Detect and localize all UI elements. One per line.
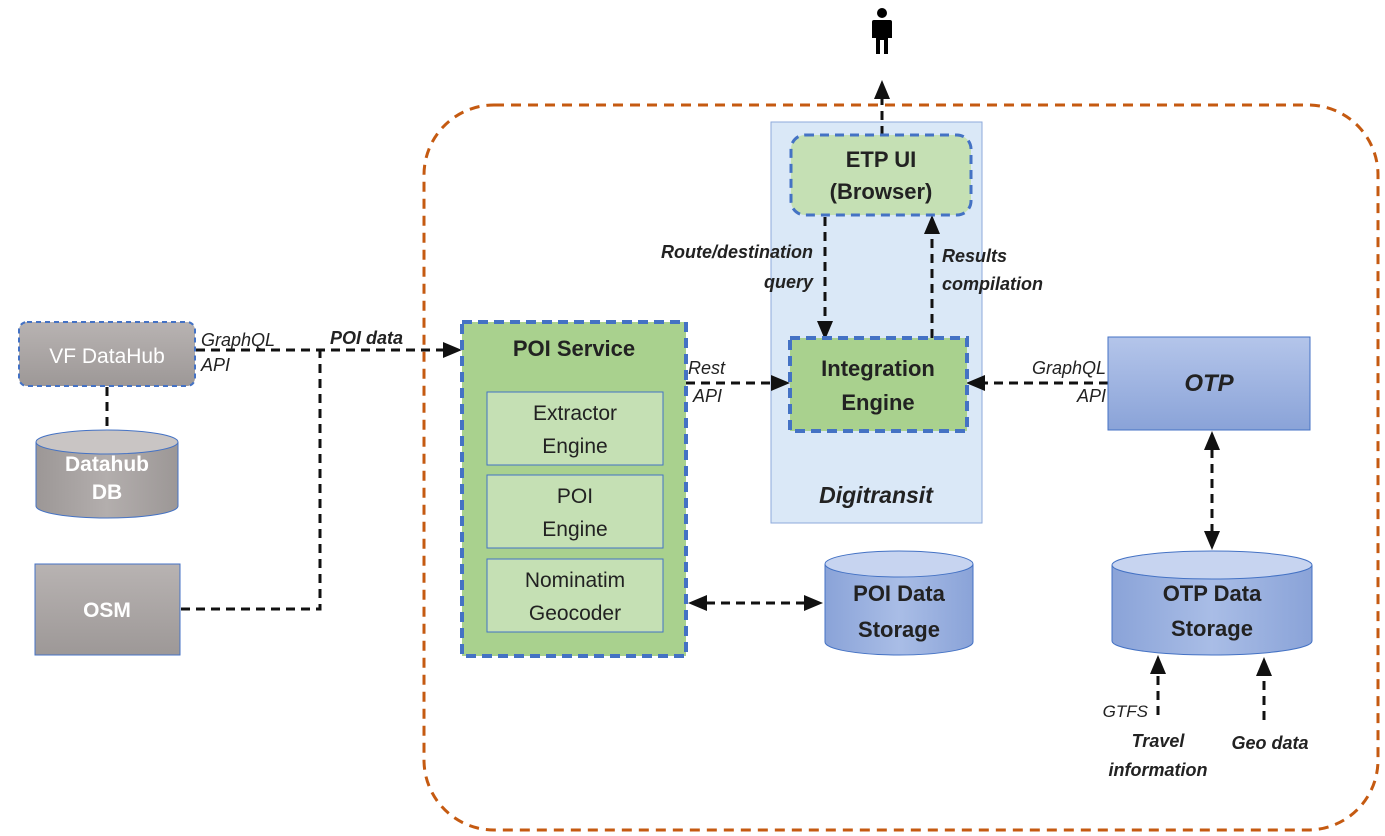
route-query-label-2: query [764,272,814,292]
extractor-engine-label-2: Engine [542,435,607,458]
vf-datahub-box [18,321,196,387]
results-label-2: compilation [942,274,1043,294]
arrowhead-gtfs [1150,655,1166,674]
arrowhead-results [924,215,940,234]
nominatim-label-2: Geocoder [529,602,621,625]
arrowhead-poi-service [443,342,462,358]
otp-storage-label-1: OTP Data [1163,581,1262,606]
extractor-engine-label-1: Extractor [533,402,617,425]
osm-label: OSM [83,599,131,622]
poi-storage-cylinder [824,550,974,656]
datahub-db-label-1: Datahub [65,453,149,476]
travel-info-label-2: information [1109,760,1208,780]
poi-service-label: POI Service [513,336,635,361]
poi-engine-box [486,474,664,549]
datahub-db-label-2: DB [92,481,122,504]
vf-datahub-label: VF DataHub [49,345,165,368]
otp-storage-cylinder [1111,550,1313,656]
osm-box [34,563,181,656]
integration-engine-box [788,336,969,433]
arrowhead-otp-up [1204,431,1220,450]
nominatim-box [486,558,664,633]
etp-ui-label-1: ETP UI [846,147,917,172]
poi-engine-label-1: POI [557,485,593,508]
arrowhead-query [817,321,833,340]
poi-data-label: POI data [330,328,403,348]
travel-info-label-1: Travel [1132,731,1186,751]
geo-data-label: Geo data [1231,733,1308,753]
arrowhead-integration-left [771,375,790,391]
etp-ui-box [789,133,973,217]
system-boundary [422,103,1380,832]
results-label-1: Results [942,246,1007,266]
arrowhead-storage-left [688,595,707,611]
otp-label: OTP [1184,370,1234,397]
arrowhead-integration-right [966,375,985,391]
graphql-left-label-2: API [200,355,230,375]
graphql-right-label-2: API [1076,386,1106,406]
route-query-label-1: Route/destination [661,242,813,262]
person-icon [872,8,892,54]
otp-box [1107,336,1311,431]
rest-api-label-2: API [692,386,722,406]
edge-osm-poi [181,350,322,611]
nominatim-label-1: Nominatim [525,569,625,592]
arrowhead-geodata [1256,657,1272,676]
extractor-engine-box [486,391,664,466]
integration-engine-label-2: Engine [841,390,914,415]
arrowhead-storage-right [804,595,823,611]
graphql-left-label-1: GraphQL [201,330,275,350]
poi-storage-label-1: POI Data [853,581,945,606]
graphql-right-label-1: GraphQL [1032,358,1106,378]
poi-storage-label-2: Storage [858,617,940,642]
otp-storage-label-2: Storage [1171,616,1253,641]
arrowhead-otp-down [1204,531,1220,550]
datahub-db-cylinder [35,429,179,519]
poi-engine-label-2: Engine [542,518,607,541]
rest-api-label-1: Rest [688,358,726,378]
arrowhead-user [874,80,890,99]
etp-ui-label-2: (Browser) [830,179,933,204]
digitransit-label: Digitransit [819,482,934,508]
integration-engine-label-1: Integration [821,356,935,381]
gtfs-label: GTFS [1103,702,1149,721]
